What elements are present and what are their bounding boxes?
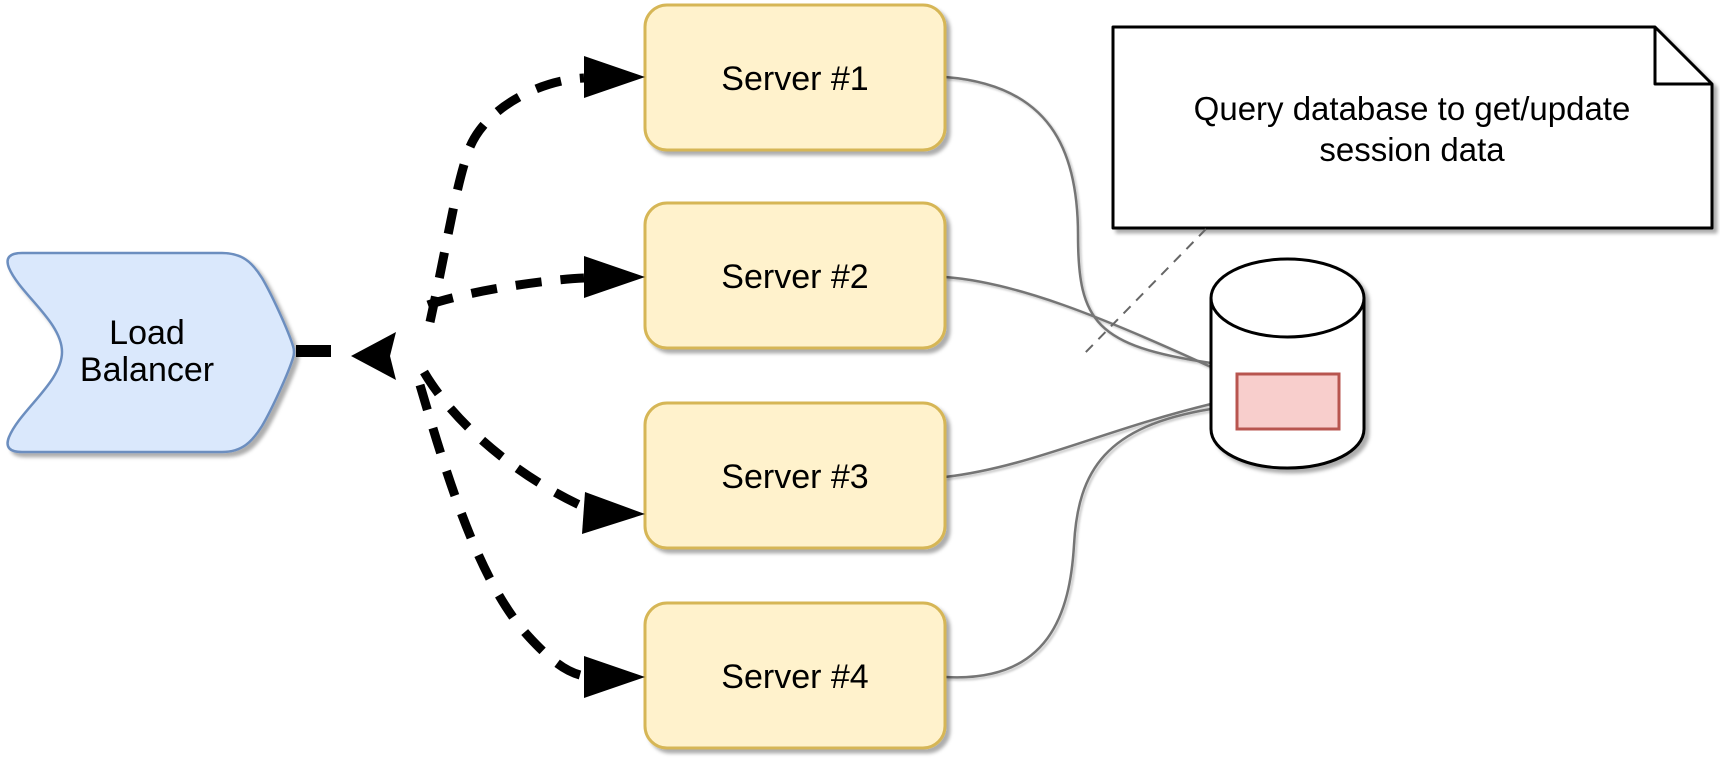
arrowhead-server-1-icon	[584, 56, 645, 98]
note-fold-icon	[1653, 27, 1712, 86]
server-2-node	[643, 201, 947, 350]
note-annotation-connector	[1081, 228, 1207, 357]
server-1-db-connector	[944, 75, 1212, 365]
server-4-db-connector	[944, 407, 1212, 679]
load-balancer-shape	[6, 251, 296, 454]
session-data-rect	[1235, 372, 1341, 431]
note-text-line-2: session data	[1319, 131, 1505, 168]
load-balancer-label-line-1: Load	[109, 314, 185, 352]
arrowhead-server-3-icon	[582, 492, 645, 534]
server-1-node	[643, 3, 947, 152]
server-2-label: Server #2	[721, 258, 868, 296]
server-3-db-connector	[944, 402, 1212, 479]
arrowhead-server-4-icon	[584, 656, 645, 698]
lb-fanout-arrow-2	[426, 273, 585, 310]
server-3-label: Server #3	[721, 458, 868, 496]
server-3-node	[643, 401, 947, 550]
server-2-db-connector	[944, 275, 1212, 369]
lb-fanout-arrow-4	[415, 383, 586, 681]
server-4-label: Server #4	[721, 658, 868, 696]
server-4-node	[643, 601, 947, 750]
server-1-label: Server #1	[721, 60, 868, 98]
note-text-line-1: Query database to get/update	[1194, 90, 1631, 127]
lb-fanout-arrow-1	[425, 73, 585, 323]
note-shape	[1111, 25, 1714, 230]
lb-fanout-arrow-3	[420, 369, 586, 512]
database-top-ellipse	[1209, 257, 1366, 339]
arrowhead-server-2-icon	[584, 256, 645, 298]
load-balancer-label-line-2: Balancer	[80, 351, 214, 389]
arrowhead-into-load-balancer-icon	[351, 332, 396, 380]
